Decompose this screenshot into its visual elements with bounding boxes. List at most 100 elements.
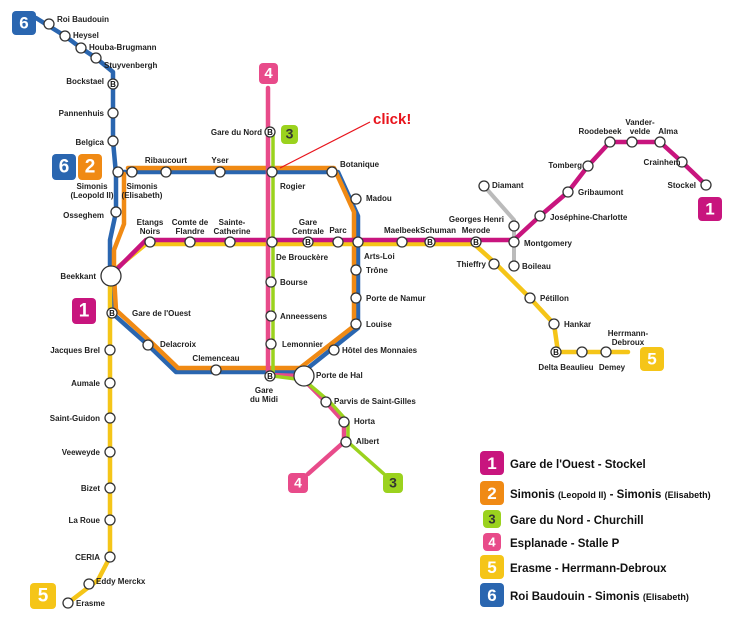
station-hotel-des-monnaies[interactable]	[328, 344, 340, 356]
station-rogier[interactable]	[266, 166, 278, 178]
station-bizet[interactable]	[104, 482, 116, 494]
station-marker[interactable]	[43, 18, 55, 30]
station-gare-de-louest[interactable]: B	[106, 307, 118, 319]
station-louise[interactable]	[350, 318, 362, 330]
station-marker[interactable]	[104, 377, 116, 389]
station-marker[interactable]	[59, 30, 71, 42]
station-marker[interactable]	[266, 236, 278, 248]
station-alma[interactable]	[654, 136, 666, 148]
station-marker[interactable]	[144, 236, 156, 248]
station-yser[interactable]	[214, 166, 226, 178]
station-marker[interactable]	[700, 179, 712, 191]
station-la-roue[interactable]	[104, 514, 116, 526]
station-marker[interactable]	[265, 276, 277, 288]
station-marker[interactable]	[104, 412, 116, 424]
station-gare-du-midi[interactable]: B	[264, 370, 276, 382]
station-osseghem[interactable]	[110, 206, 122, 218]
station-marker[interactable]	[184, 236, 196, 248]
station-stuyvenbergh[interactable]	[90, 52, 102, 64]
station-marker[interactable]	[328, 344, 340, 356]
station-erasme[interactable]	[62, 597, 74, 609]
station-marker[interactable]	[524, 292, 536, 304]
station-marker[interactable]	[340, 436, 352, 448]
station-porte-de-hal[interactable]	[293, 365, 315, 387]
station-porte-de-namur[interactable]	[350, 292, 362, 304]
station-delta-beaulieu[interactable]: B	[550, 346, 562, 358]
station-trone[interactable]	[350, 264, 362, 276]
station-pannenhuis[interactable]	[107, 107, 119, 119]
station-marker[interactable]	[104, 514, 116, 526]
station-marker[interactable]	[332, 236, 344, 248]
station-marker[interactable]	[104, 446, 116, 458]
station-marker[interactable]	[62, 597, 74, 609]
station-marker[interactable]	[626, 136, 638, 148]
station-tomberg[interactable]	[582, 160, 594, 172]
click-annotation[interactable]: click!	[373, 111, 411, 128]
station-marker[interactable]	[142, 339, 154, 351]
station-anneessens[interactable]	[265, 310, 277, 322]
station-marker[interactable]	[338, 416, 350, 428]
station-marker[interactable]	[508, 236, 520, 248]
station-marker[interactable]	[508, 220, 520, 232]
station-diamant[interactable]	[478, 180, 490, 192]
station-marker[interactable]	[100, 265, 122, 287]
station-marker[interactable]	[350, 318, 362, 330]
station-bockstael[interactable]: B	[107, 78, 119, 90]
station-belgica[interactable]	[107, 135, 119, 147]
station-marker[interactable]	[534, 210, 546, 222]
station-lemonnier[interactable]	[265, 338, 277, 350]
station-schuman[interactable]: B	[424, 236, 436, 248]
station-veeweyde[interactable]	[104, 446, 116, 458]
station-marker[interactable]	[107, 135, 119, 147]
station-marker[interactable]	[265, 310, 277, 322]
station-marker[interactable]	[350, 264, 362, 276]
station-marker[interactable]	[104, 482, 116, 494]
station-clemenceau[interactable]	[210, 364, 222, 376]
station-marker[interactable]	[326, 166, 338, 178]
station-marker[interactable]	[210, 364, 222, 376]
station-marker[interactable]	[104, 344, 116, 356]
station-crainhem[interactable]	[676, 156, 688, 168]
station-marker[interactable]	[264, 126, 276, 138]
station-de-brouckere[interactable]	[266, 236, 278, 248]
station-marker[interactable]	[470, 236, 482, 248]
station-marker[interactable]	[676, 156, 688, 168]
station-marker[interactable]	[350, 193, 362, 205]
station-marker[interactable]	[550, 346, 562, 358]
station-gare-du-nord[interactable]: B	[264, 126, 276, 138]
station-marker[interactable]	[396, 236, 408, 248]
station-beekkant[interactable]	[100, 265, 122, 287]
station-marker[interactable]	[600, 346, 612, 358]
station-boileau[interactable]	[508, 260, 520, 272]
station-marker[interactable]	[104, 551, 116, 563]
station-etangs-noirs[interactable]	[144, 236, 156, 248]
station-roodebeek[interactable]	[604, 136, 616, 148]
station-comte-de-flandre[interactable]	[184, 236, 196, 248]
station-sainte-catherine[interactable]	[224, 236, 236, 248]
station-vandervelde[interactable]	[626, 136, 638, 148]
station-marker[interactable]	[548, 318, 560, 330]
station-marker[interactable]	[83, 578, 95, 590]
station-gribaumont[interactable]	[562, 186, 574, 198]
station-merode[interactable]: B	[470, 236, 482, 248]
station-horta[interactable]	[338, 416, 350, 428]
station-bourse[interactable]	[265, 276, 277, 288]
station-marker[interactable]	[264, 370, 276, 382]
station-jacques-brel[interactable]	[104, 344, 116, 356]
station-montgomery[interactable]	[508, 236, 520, 248]
station-petillon[interactable]	[524, 292, 536, 304]
station-marker[interactable]	[214, 166, 226, 178]
station-arts-loi[interactable]	[352, 236, 364, 248]
station-albert[interactable]	[340, 436, 352, 448]
station-marker[interactable]	[320, 396, 332, 408]
station-marker[interactable]	[266, 166, 278, 178]
station-botanique[interactable]	[326, 166, 338, 178]
station-marker[interactable]	[126, 166, 138, 178]
station-gare-centrale[interactable]: B	[302, 236, 314, 248]
station-marker[interactable]	[112, 166, 124, 178]
station-aumale[interactable]	[104, 377, 116, 389]
station-marker[interactable]	[424, 236, 436, 248]
station-ceria[interactable]	[104, 551, 116, 563]
station-herrmann-debroux[interactable]	[600, 346, 612, 358]
station-marker[interactable]	[478, 180, 490, 192]
